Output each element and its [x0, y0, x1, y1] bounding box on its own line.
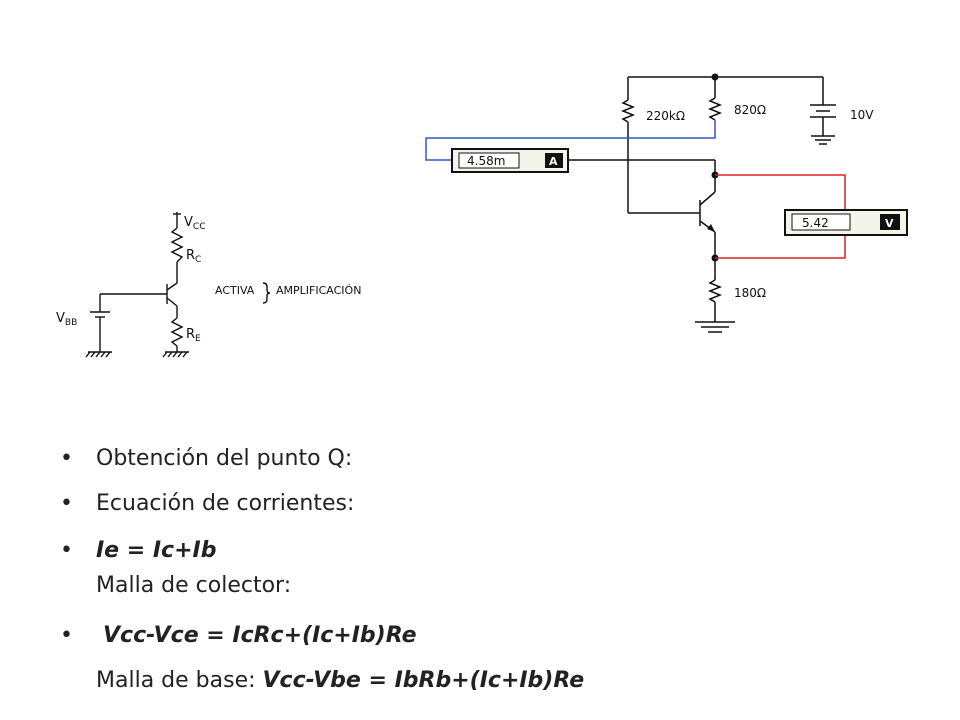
base-mesh-line: Malla de base: Vcc-Vbe = IbRb+(Ic+Ib)Re: [96, 668, 584, 693]
emitter-resistor-label: 180Ω: [734, 286, 766, 300]
supply-voltage-label: 10V: [850, 108, 874, 122]
voltmeter: [784, 209, 908, 236]
equation-base-mesh: Vcc-Vbe = IbRb+(Ic+Ib)Re: [262, 668, 585, 693]
bullet-dot: •: [60, 623, 73, 648]
ammeter-reading: 4.58m: [467, 154, 505, 168]
bullet-dot: •: [60, 491, 73, 516]
base-resistor-label: 220kΩ: [646, 109, 685, 123]
region-description: AMPLIFICACIÓN: [276, 284, 361, 297]
voltmeter-unit: V: [885, 217, 894, 230]
rc-label: RC: [186, 248, 201, 265]
vcc-label: VCC: [184, 215, 205, 232]
equation-currents: Ie = Ic+Ib: [96, 538, 217, 563]
ammeter-unit: A: [549, 155, 558, 168]
base-mesh-label: Malla de base:: [96, 668, 263, 693]
collector-resistor-label: 820Ω: [734, 103, 766, 117]
ammeter: [451, 148, 569, 173]
bullet-item-q-point: Obtención del punto Q:: [96, 446, 353, 471]
voltmeter-reading: 5.42: [802, 216, 829, 230]
bullet-dot: •: [60, 538, 73, 563]
bullet-dot: •: [60, 446, 73, 471]
re-label: RE: [186, 327, 201, 344]
bullet-item-currents: Ecuación de corrientes:: [96, 491, 355, 516]
region-label: ACTIVA: [215, 284, 255, 297]
equation-collector-mesh: Vcc-Vce = IcRc+(Ic+Ib)Re: [103, 623, 417, 648]
vbb-label: VBB: [56, 311, 77, 328]
collector-mesh-heading: Malla de colector:: [96, 573, 292, 598]
